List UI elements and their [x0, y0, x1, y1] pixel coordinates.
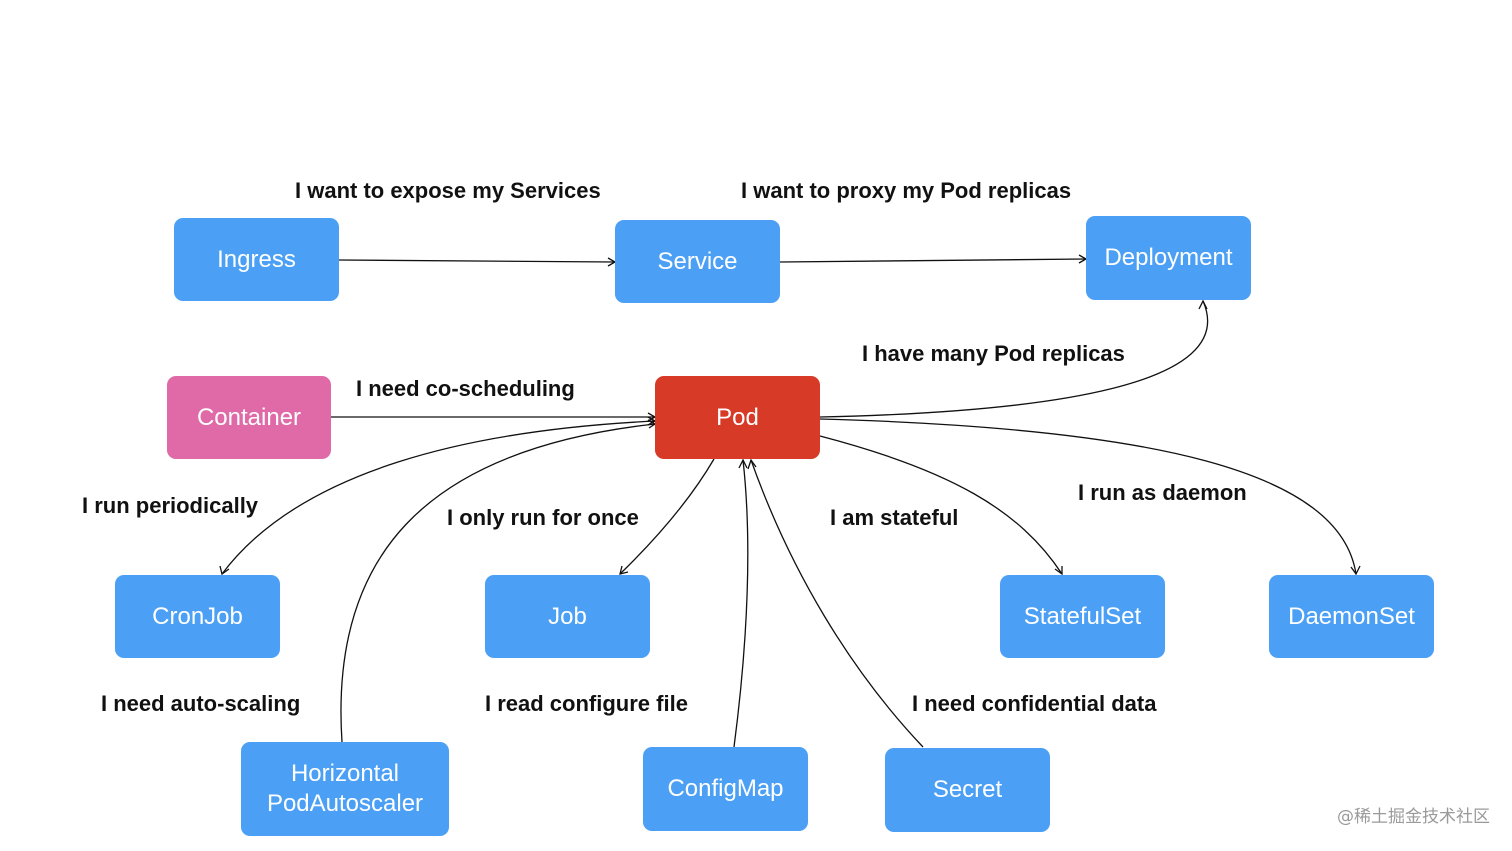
- watermark: @稀土掘金技术社区: [1337, 807, 1490, 827]
- label-confidential: I need confidential data: [912, 691, 1157, 716]
- label-daemon: I run as daemon: [1078, 480, 1247, 505]
- edge-pod-daemonset: [819, 418, 1357, 575]
- label-auto-scaling: I need auto-scaling: [101, 691, 301, 716]
- ingress-node[interactable]: Ingress: [174, 218, 339, 301]
- arrowhead-daemonset: [1350, 565, 1361, 576]
- edge-pod-deployment: [819, 300, 1209, 418]
- label-configure-file: I read configure file: [485, 691, 688, 716]
- ingress-label: Ingress: [217, 245, 296, 273]
- label-periodically: I run periodically: [82, 493, 259, 518]
- label-many-replicas: I have many Pod replicas: [862, 341, 1125, 366]
- edge-hpa-pod: [340, 423, 656, 743]
- arrowhead-job: [619, 565, 629, 575]
- cronjob-label: CronJob: [152, 602, 243, 630]
- deployment-node[interactable]: Deployment: [1086, 216, 1251, 300]
- arrowhead-cronjob: [219, 565, 230, 576]
- container-node[interactable]: Container: [167, 376, 331, 459]
- arrowhead-pod-configmap: [738, 458, 748, 469]
- statefulset-label: StatefulSet: [1023, 602, 1142, 630]
- pod-node[interactable]: Pod: [655, 376, 820, 459]
- configmap-label: ConfigMap: [667, 775, 784, 802]
- hpa-label-line2: PodAutoscaler: [266, 790, 424, 817]
- edge-service-deployment: [779, 258, 1087, 263]
- secret-label: Secret: [932, 776, 1003, 803]
- edge-pod-job: [619, 458, 715, 575]
- job-node[interactable]: Job: [485, 575, 650, 658]
- label-expose-services: I want to expose my Services: [295, 178, 601, 203]
- statefulset-node[interactable]: StatefulSet: [1000, 575, 1165, 658]
- daemonset-node[interactable]: DaemonSet: [1269, 575, 1434, 658]
- arrowhead-pod-secret: [747, 458, 757, 470]
- edge-ingress-service: [338, 259, 616, 263]
- container-label: Container: [196, 403, 302, 431]
- secret-node[interactable]: Secret: [885, 748, 1050, 832]
- pod-label: Pod: [716, 403, 759, 431]
- hpa-node[interactable]: Horizontal PodAutoscaler: [241, 742, 449, 836]
- configmap-node[interactable]: ConfigMap: [643, 747, 808, 831]
- edge-secret-pod: [750, 459, 924, 748]
- arrowhead-deployment-up: [1198, 299, 1208, 310]
- cronjob-node[interactable]: CronJob: [115, 575, 280, 658]
- arrowhead-statefulset: [1054, 566, 1063, 576]
- edge-configmap-pod: [733, 459, 749, 748]
- label-run-once: I only run for once: [447, 505, 639, 530]
- service-label: Service: [657, 247, 738, 275]
- label-proxy-replicas: I want to proxy my Pod replicas: [741, 178, 1072, 203]
- edge-cronjob-pod: [221, 420, 656, 575]
- daemonset-label: DaemonSet: [1288, 602, 1415, 630]
- service-node[interactable]: Service: [615, 220, 780, 303]
- deployment-label: Deployment: [1104, 244, 1233, 271]
- edge-pod-statefulset: [819, 435, 1063, 575]
- job-label: Job: [548, 602, 587, 630]
- hpa-label-line1: Horizontal: [290, 760, 400, 787]
- label-stateful: I am stateful: [830, 505, 959, 530]
- label-co-scheduling: I need co-scheduling: [356, 376, 575, 401]
